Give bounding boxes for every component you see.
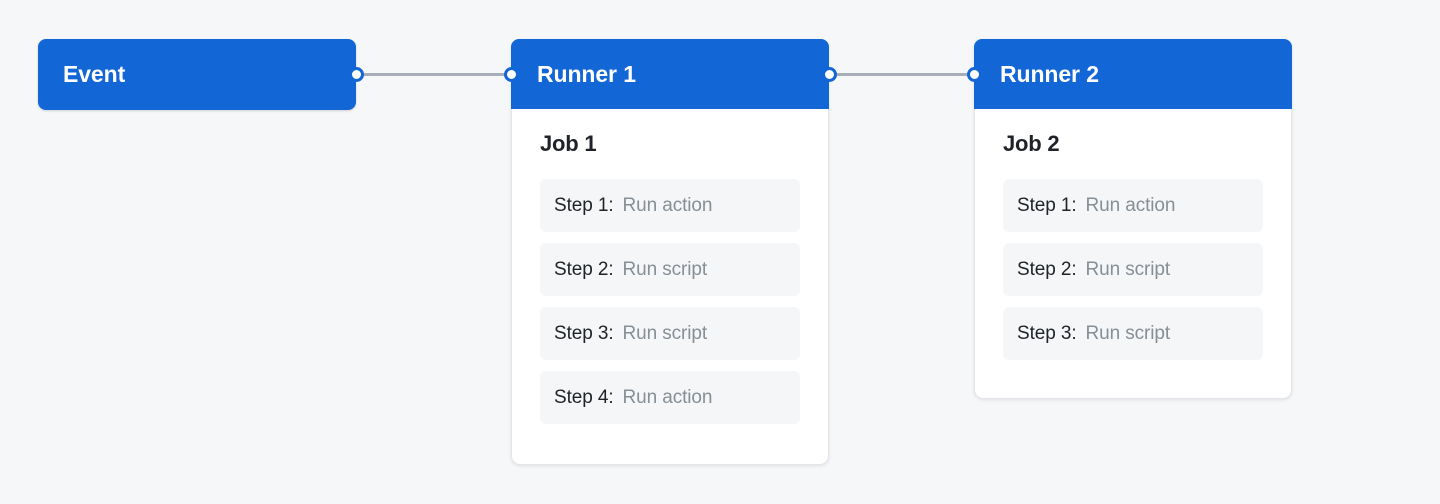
runner-card-1[interactable]: Runner 1 Job 1 Step 1: Run action Step 2… <box>511 39 829 465</box>
step-value: Run script <box>622 258 708 280</box>
runner-2-body: Job 2 Step 1: Run action Step 2: Run scr… <box>975 109 1291 360</box>
step-value: Run script <box>1085 322 1171 344</box>
step-label: Step 3: <box>1017 322 1077 344</box>
runner-1-title: Runner 1 <box>537 60 636 87</box>
port-runner-2-input[interactable] <box>967 67 982 82</box>
step-value: Run action <box>1085 194 1176 216</box>
step-label: Step 2: <box>1017 258 1077 280</box>
job-1-title: Job 1 <box>540 131 597 156</box>
step-value: Run action <box>622 386 713 408</box>
event-node[interactable]: Event <box>38 39 356 110</box>
step-row[interactable]: Step 3: Run script <box>1003 307 1263 360</box>
runner-1-body: Job 1 Step 1: Run action Step 2: Run scr… <box>512 109 828 424</box>
step-row[interactable]: Step 1: Run action <box>540 179 800 232</box>
step-row[interactable]: Step 4: Run action <box>540 371 800 424</box>
runner-card-2[interactable]: Runner 2 Job 2 Step 1: Run action Step 2… <box>974 39 1292 399</box>
step-value: Run script <box>1085 258 1171 280</box>
step-row[interactable]: Step 2: Run script <box>540 243 800 296</box>
step-value: Run script <box>622 322 708 344</box>
step-value: Run action <box>622 194 713 216</box>
event-node-label: Event <box>63 61 126 87</box>
port-event-output[interactable] <box>349 67 364 82</box>
step-label: Step 2: <box>554 258 614 280</box>
runner-1-step-list: Step 1: Run action Step 2: Run script St… <box>540 179 800 424</box>
edge-runner-1-to-runner-2 <box>829 73 971 76</box>
job-2-title: Job 2 <box>1003 131 1060 156</box>
runner-2-title: Runner 2 <box>1000 60 1099 87</box>
edge-event-to-runner-1 <box>356 73 508 76</box>
runner-2-step-list: Step 1: Run action Step 2: Run script St… <box>1003 179 1263 360</box>
step-row[interactable]: Step 3: Run script <box>540 307 800 360</box>
step-label: Step 1: <box>1017 194 1077 216</box>
step-row[interactable]: Step 2: Run script <box>1003 243 1263 296</box>
port-runner-1-output[interactable] <box>822 67 837 82</box>
step-label: Step 1: <box>554 194 614 216</box>
runner-1-header: Runner 1 <box>511 39 829 109</box>
step-label: Step 3: <box>554 322 614 344</box>
runner-2-header: Runner 2 <box>974 39 1292 109</box>
port-runner-1-input[interactable] <box>504 67 519 82</box>
step-label: Step 4: <box>554 386 614 408</box>
step-row[interactable]: Step 1: Run action <box>1003 179 1263 232</box>
